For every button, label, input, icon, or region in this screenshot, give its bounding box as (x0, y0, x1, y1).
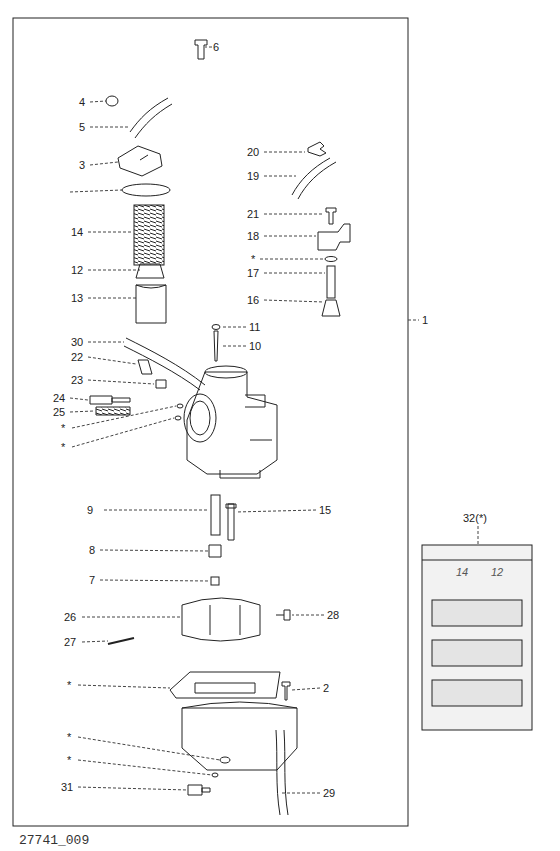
callout-number: * (66, 731, 72, 743)
callout-number: * (60, 441, 66, 453)
callout-number: 5 (78, 121, 86, 133)
callout-number: 24 (52, 392, 66, 404)
callout-number: 14 (70, 226, 84, 238)
top-parts (106, 40, 350, 361)
callout-number: 22 (70, 351, 84, 363)
callout-number: 26 (63, 611, 77, 623)
leader-lines (70, 47, 478, 793)
callout-number: * (66, 754, 72, 766)
parts-bag (422, 545, 532, 730)
callout-number: 13 (70, 292, 84, 304)
carburetor-body (90, 338, 277, 478)
callout-number: 4 (78, 96, 86, 108)
bag-note: 12 (490, 566, 504, 578)
callout-number: 3 (78, 159, 86, 171)
callout-number: 6 (212, 41, 220, 53)
callout-number: 2 (322, 682, 330, 694)
callout-number: 1 (421, 314, 429, 326)
callout-number: 32(*) (462, 512, 488, 524)
callout-number: 11 (248, 321, 261, 333)
bag-note: 14 (455, 566, 469, 578)
callout-number: * (250, 253, 256, 265)
callout-number: 30 (70, 336, 84, 348)
callout-number: 27 (63, 636, 77, 648)
callout-number: 17 (246, 267, 260, 279)
callout-number: 21 (246, 208, 260, 220)
callout-number: 12 (70, 264, 84, 276)
callout-number: * (66, 679, 72, 691)
callout-number: 31 (60, 781, 74, 793)
callout-number: 9 (86, 504, 94, 516)
callout-number: * (60, 422, 66, 434)
callout-number: 7 (88, 574, 96, 586)
callout-number: 10 (248, 340, 262, 352)
float-bowl (108, 598, 297, 815)
callout-number: 20 (246, 146, 260, 158)
jets (209, 495, 236, 585)
frame (13, 18, 408, 826)
callout-number: 25 (52, 406, 66, 418)
callout-number: 15 (318, 504, 332, 516)
callout-number: 29 (322, 787, 336, 799)
callout-number: 16 (246, 294, 260, 306)
drawing-code: 27741_009 (18, 835, 90, 847)
callout-number: 18 (246, 230, 260, 242)
callout-number: 28 (326, 609, 340, 621)
callout-number: 19 (246, 170, 260, 182)
callout-number: 8 (88, 544, 96, 556)
callout-number: 23 (70, 374, 84, 386)
